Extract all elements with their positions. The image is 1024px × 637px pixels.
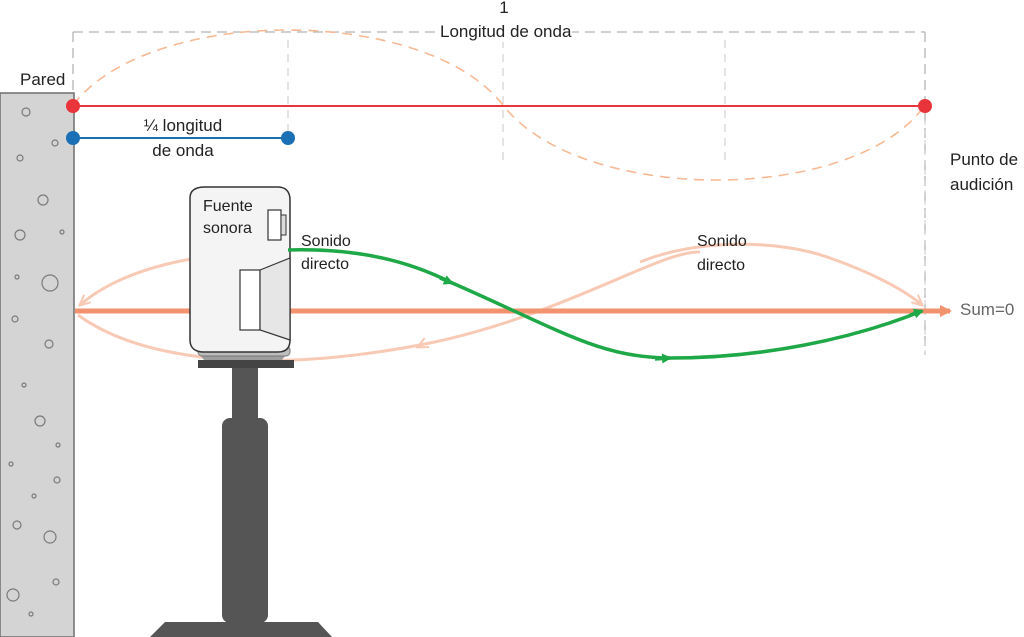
sum-label: Sum=0 <box>960 300 1015 319</box>
listening-point-dot <box>918 99 932 113</box>
direct-sound-wave <box>287 248 924 364</box>
listening-point-label-2: audición <box>950 175 1014 194</box>
quarter-wavelength-label-2: de onda <box>152 141 214 160</box>
speaker-icon <box>189 186 291 360</box>
wavelength-number: 1 <box>499 0 509 17</box>
direct-sound-label-right: Sonido <box>697 233 747 250</box>
quarter-wavelength-line <box>66 131 295 145</box>
direct-sound-label-left: Sonido <box>301 233 351 250</box>
source-label-2: sonora <box>203 220 252 237</box>
quarter-gridlines <box>287 40 726 165</box>
wall-point-dot <box>66 99 80 113</box>
wall-label: Pared <box>20 70 66 89</box>
quarter-wavelength-label: ¼ longitud <box>143 116 223 135</box>
source-label: Fuente <box>203 198 253 215</box>
wavelength-label: Longitud de onda <box>436 22 572 42</box>
direct-sound-label-left-2: directo <box>301 256 350 273</box>
direct-sound-label-right-2: directo <box>697 257 746 274</box>
listening-point-label: Punto de <box>950 150 1019 169</box>
wavelength-dashed-wave <box>72 29 926 181</box>
speaker-stand <box>150 360 332 637</box>
full-wavelength-line <box>66 99 932 113</box>
wall <box>0 92 75 637</box>
